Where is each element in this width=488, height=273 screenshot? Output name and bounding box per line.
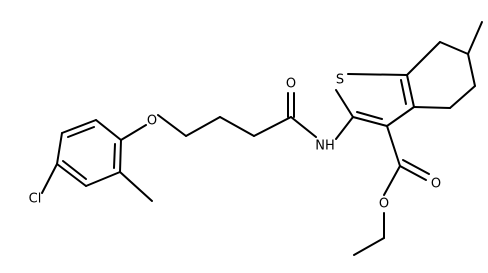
bond-o-ch2 bbox=[157, 114, 187, 137]
bond-ring-double-2 bbox=[62, 160, 87, 180]
bond-c3a-c3 bbox=[386, 106, 415, 127]
bond-ring-double-3 bbox=[113, 143, 116, 169]
bond-amide-cn bbox=[290, 116, 317, 138]
bond-ethyl-ch3 bbox=[353, 237, 385, 256]
bond-ring-5 bbox=[85, 171, 121, 187]
bond-ester-co-1 bbox=[399, 165, 427, 181]
bond-c6-c5 bbox=[467, 53, 476, 87]
bond-chain-3 bbox=[253, 116, 292, 137]
bond-chain-1 bbox=[185, 116, 221, 137]
atom-nh-label: NH bbox=[315, 139, 335, 154]
bond-c3-ester-c bbox=[386, 125, 401, 167]
bond-nh-thiophene bbox=[335, 116, 354, 140]
bond-c4-c3a bbox=[413, 106, 451, 109]
bond-c7a-c7 bbox=[406, 41, 441, 76]
bond-ester-c-o bbox=[383, 165, 401, 196]
bond-ring-4 bbox=[56, 163, 87, 187]
bond-aryl-cl bbox=[41, 163, 58, 194]
aryl-ring bbox=[56, 119, 122, 187]
bond-ring-6 bbox=[119, 139, 122, 173]
atom-ester-carbonyl-o-label: O bbox=[431, 177, 441, 192]
bond-s-c7a bbox=[347, 73, 408, 76]
bond-c5-c4 bbox=[449, 85, 476, 109]
bond-c2-c3-double bbox=[356, 111, 383, 120]
bond-ring-3 bbox=[56, 132, 63, 165]
atom-amide-o-label: O bbox=[286, 77, 296, 92]
bond-c2-s bbox=[335, 89, 354, 118]
bond-ring-2 bbox=[61, 119, 97, 134]
bond-c7a-c3a bbox=[406, 74, 415, 108]
bond-chain-2 bbox=[219, 116, 255, 137]
atom-ether-o-label: O bbox=[147, 114, 157, 129]
bond-c7a-c3a-double bbox=[400, 79, 407, 105]
bond-c3-c2 bbox=[352, 116, 388, 127]
atom-s-label: S bbox=[336, 73, 344, 88]
bond-aryl-ether-o bbox=[120, 124, 147, 141]
cyclohexene-ring bbox=[406, 41, 476, 109]
bond-ring-double-1 bbox=[67, 126, 95, 138]
atom-ester-o-label: O bbox=[379, 197, 389, 212]
bond-ester-co-2 bbox=[402, 159, 430, 175]
atom-cl-label: Cl bbox=[29, 192, 42, 207]
bond-aryl-methyl bbox=[119, 171, 153, 202]
bond-c7-c6 bbox=[439, 41, 469, 55]
bond-c6-methyl bbox=[467, 21, 483, 55]
thiophene-ring bbox=[335, 73, 415, 127]
bond-ring-1 bbox=[95, 119, 122, 141]
